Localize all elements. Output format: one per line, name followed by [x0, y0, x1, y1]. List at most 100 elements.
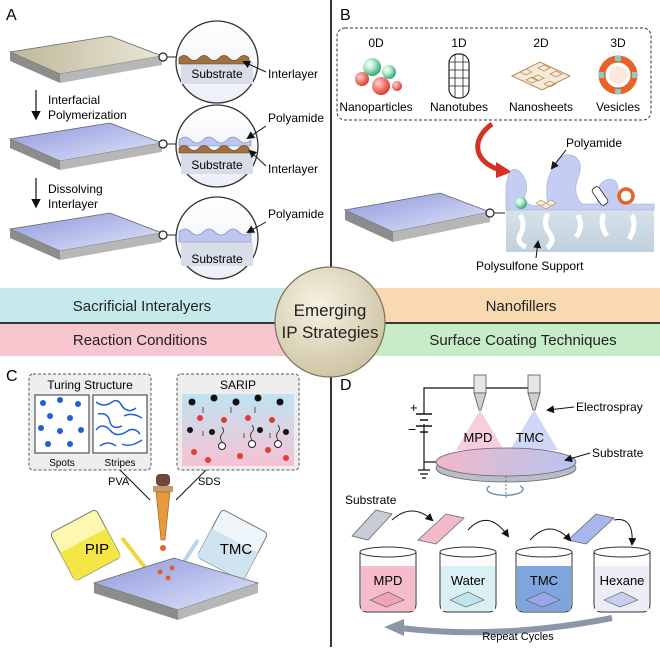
dropper-icon	[153, 474, 173, 551]
ground-icon	[418, 462, 430, 479]
sds-label: SDS	[198, 476, 221, 488]
arrow-polyamide-b	[550, 149, 567, 170]
arrow-support-b	[533, 240, 542, 259]
embedded-nanosheet	[535, 199, 557, 210]
pva-connector	[119, 469, 151, 501]
stripes-lines	[95, 399, 143, 447]
nozzle-right	[527, 374, 541, 411]
panel-d-letter: D	[340, 377, 352, 394]
step-label-interfacial: Interfacial	[48, 93, 100, 107]
zoom-point-a1	[158, 52, 168, 62]
rotation-arrow	[486, 485, 524, 497]
filler-label-nanotubes: Nanotubes	[430, 100, 488, 114]
vesicles-icon	[598, 55, 638, 95]
filler-label-nanoparticles: Nanoparticles	[339, 100, 412, 114]
substrate-label-a1: Substrate	[191, 67, 243, 81]
band-label-sacrificial: Sacrificial Interalyers	[73, 298, 211, 315]
center-title-line2: IP Strategies	[281, 323, 378, 342]
arrow-interlayer-a2	[248, 149, 267, 167]
arrow-substrate-d	[564, 452, 591, 463]
panel-b-letter: B	[340, 7, 351, 24]
tmc-sheet	[567, 513, 615, 545]
tmc-label-c: TMC	[220, 541, 253, 558]
nanotubes-icon	[448, 53, 470, 99]
substrate-label-d2: Substrate	[345, 493, 397, 507]
zoom-point-a2	[158, 139, 168, 149]
polyamide-label-b: Polyamide	[566, 136, 622, 150]
beaker-tmc	[515, 546, 573, 613]
center-title-line1: Emerging	[294, 301, 367, 320]
mpd-spray-label: MPD	[464, 430, 493, 445]
panel-a: A Substrate Interlayer Interfacial Polym…	[6, 7, 324, 280]
pip-beaker	[50, 509, 122, 582]
circuit-wire-2	[480, 378, 535, 389]
nanofiller-box	[336, 27, 652, 121]
nanosheets-icon	[510, 61, 572, 91]
pip-label: PIP	[85, 541, 109, 558]
substrate-label-a3: Substrate	[191, 252, 243, 266]
pva-label: PVA	[108, 476, 130, 488]
polyamide-layer	[505, 154, 655, 211]
sarip-molecules	[187, 394, 289, 463]
polyamide-label-a2: Polyamide	[268, 111, 324, 125]
plus-sign: +	[410, 400, 418, 415]
band-label-reaction: Reaction Conditions	[73, 332, 207, 349]
rotating-dish	[435, 447, 577, 483]
arrow-electrospray	[546, 405, 575, 414]
nozzle-left	[473, 374, 487, 411]
flow-arrow-1	[391, 510, 434, 522]
tmc-spray	[510, 410, 558, 450]
red-arrow-head	[496, 162, 512, 178]
repeat-label: Repeat Cycles	[482, 631, 554, 643]
beaker-water	[439, 546, 497, 613]
arrow-interlayer-a1	[242, 60, 267, 73]
membrane-a1	[8, 35, 164, 83]
arrow-polyamide-a3	[246, 221, 267, 233]
mpd-sheet	[417, 513, 465, 545]
red-arrow	[475, 121, 501, 173]
repeat-arrow-head	[384, 619, 404, 636]
membrane-a2	[8, 122, 164, 170]
substrate-label-a2: Substrate	[191, 158, 243, 172]
flow-arrow-4	[613, 519, 637, 546]
spots-label: Spots	[49, 458, 75, 469]
arrow-polyamide-a2	[246, 125, 267, 140]
zoom-circle-a1: Substrate	[175, 20, 259, 104]
panel-d: D + − MPD TMC Electrospray Substrate	[340, 374, 651, 643]
panel-c-letter: C	[6, 368, 18, 385]
turing-title: Turing Structure	[47, 378, 133, 392]
filler-label-nanosheets: Nanosheets	[509, 100, 573, 114]
mpd-spray	[456, 410, 504, 450]
tmc-beaker	[196, 509, 268, 582]
minus-sign: −	[408, 421, 416, 437]
nanoparticles-icon	[355, 58, 402, 95]
panel-a-letter: A	[6, 7, 17, 24]
membrane-c	[92, 557, 260, 620]
beaker-label-water: Water	[451, 573, 486, 588]
tmc-spray-label: TMC	[516, 430, 544, 445]
interlayer-label-a1: Interlayer	[268, 67, 318, 81]
support-label-b: Polysulfone Support	[476, 259, 584, 273]
polyamide-label-a3: Polyamide	[268, 207, 324, 221]
flow-arrow-3	[529, 528, 572, 542]
beaker-label-hexane: Hexane	[600, 573, 645, 588]
panel-b: B 0D 1D 2D 3D	[336, 7, 655, 273]
membrane-a3	[8, 212, 164, 260]
embedded-nanoparticle	[515, 197, 527, 209]
dim-label-1d: 1D	[451, 36, 467, 50]
beaker-label-tmc: TMC	[530, 573, 558, 588]
band-surface	[331, 323, 660, 356]
dim-label-2d: 2D	[533, 36, 549, 50]
zoom-point-a3	[158, 230, 168, 240]
battery-icon	[416, 413, 432, 433]
stripes-label: Stripes	[104, 458, 135, 469]
center-circle: Emerging IP Strategies	[274, 266, 386, 378]
substrate-sheet	[351, 509, 393, 541]
dim-label-0d: 0D	[368, 36, 384, 50]
flow-arrow-2	[467, 520, 510, 538]
spots-dots	[38, 397, 84, 447]
beaker-label-mpd: MPD	[374, 573, 403, 588]
repeat-arrow	[399, 615, 613, 636]
